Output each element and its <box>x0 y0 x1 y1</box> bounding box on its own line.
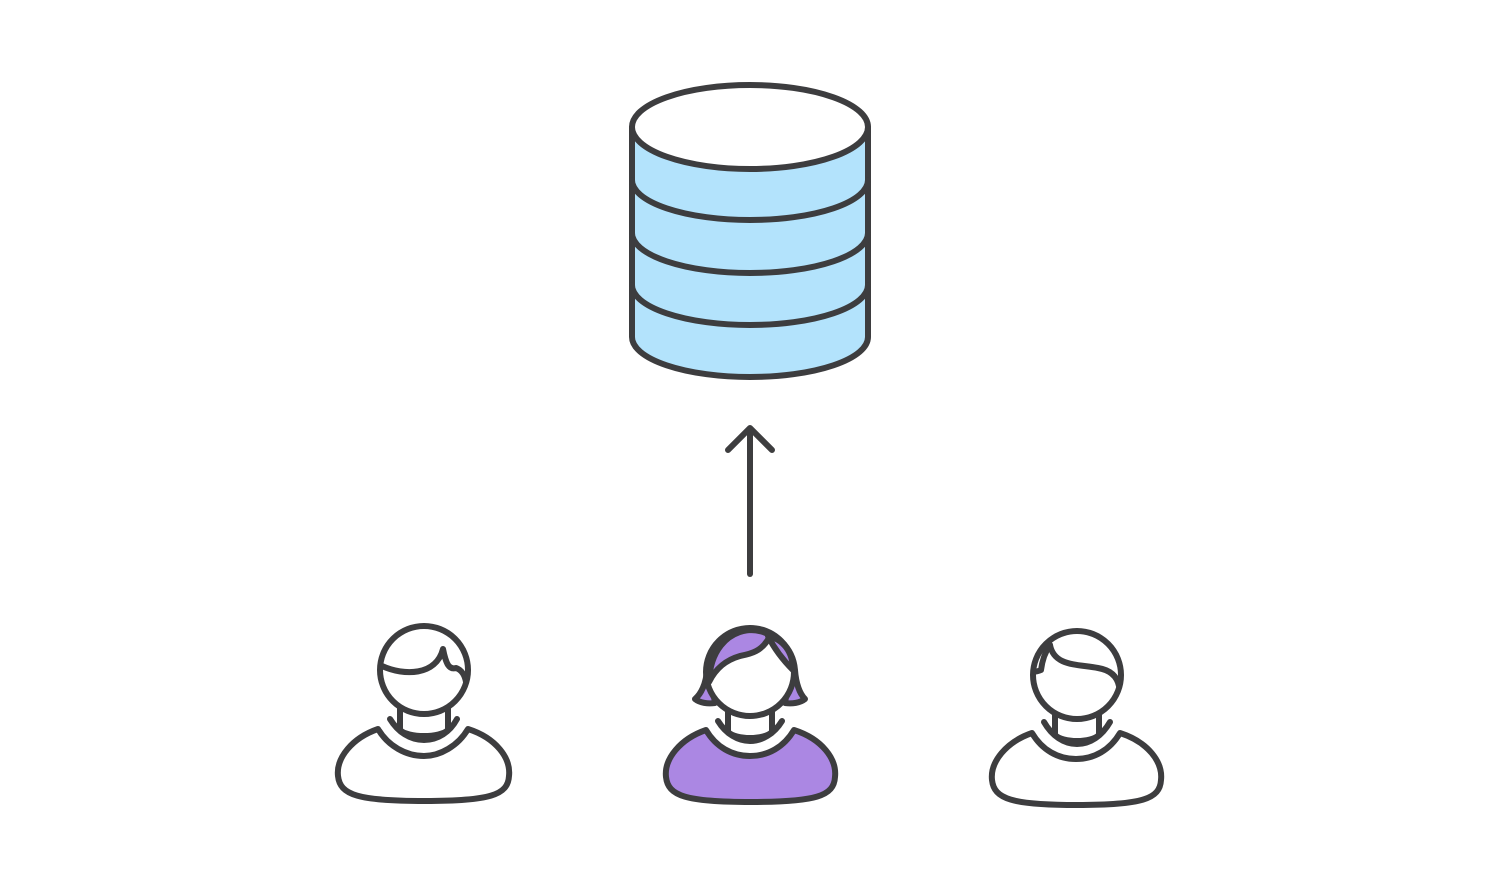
user-head <box>1030 628 1124 722</box>
user-hair <box>379 646 469 685</box>
database-icon <box>629 82 871 380</box>
database-disk-line <box>629 282 871 328</box>
user-icon <box>988 628 1165 808</box>
user-body <box>988 730 1165 808</box>
user-icon <box>334 623 513 804</box>
database-body <box>629 124 871 380</box>
database-top <box>629 82 871 172</box>
user-body <box>334 726 513 804</box>
database-disk-line <box>629 177 871 223</box>
user-body <box>662 727 839 805</box>
database-disk-line <box>629 230 871 276</box>
user-hair <box>1047 642 1122 689</box>
user-female-icon <box>662 625 839 805</box>
arrow-up-icon <box>725 425 775 577</box>
